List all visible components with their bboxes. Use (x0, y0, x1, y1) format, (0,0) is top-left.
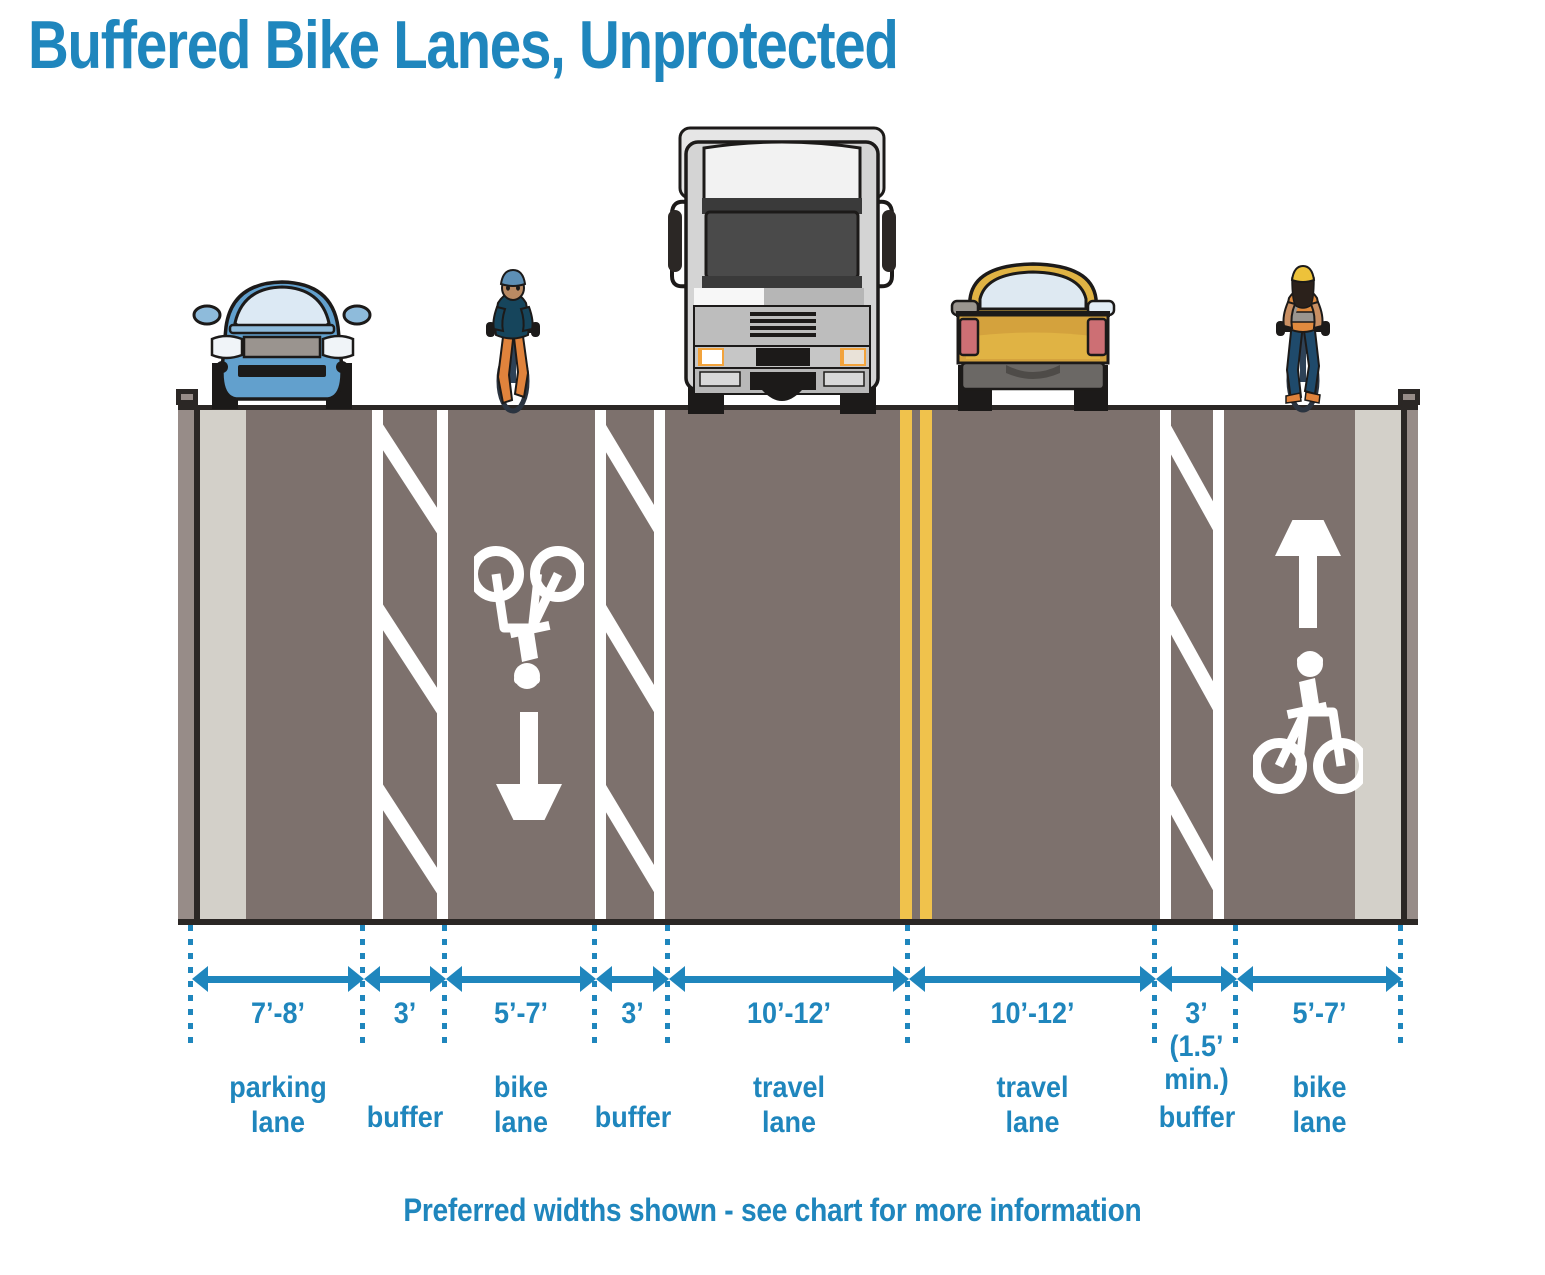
label-buffer-left: buffer (341, 1100, 469, 1135)
dimension-buffer-right-line-3: min.) (1164, 1063, 1229, 1096)
divider-1 (360, 925, 365, 1043)
label-buffer-mid: buffer (569, 1100, 697, 1135)
page-title: Buffered Bike Lanes, Unprotected (28, 7, 899, 83)
label-bike-lane-left: bike lane (454, 1070, 589, 1140)
center-yellow-line-1 (900, 405, 912, 925)
bike-lane-right-stencil (1253, 520, 1363, 820)
right-curb (1407, 405, 1418, 925)
buffer-left-outer-line (437, 405, 448, 925)
left-curb-edge (194, 405, 200, 925)
dimension-arrow-bike-lane-right (1237, 966, 1402, 992)
divider-3 (592, 925, 597, 1043)
street-cross-section-illustration (0, 110, 1545, 930)
right-curb-edge (1401, 405, 1407, 925)
pickup-truck (928, 253, 1138, 413)
dimension-buffer-mid: 3’ (621, 997, 644, 1030)
buffer-mid-inner-line (595, 405, 606, 925)
dimension-arrow-buffer-left (364, 966, 446, 992)
dimension-buffer-left: 3’ (393, 997, 417, 1030)
divider-8 (1398, 925, 1403, 1043)
divider-6 (1152, 925, 1157, 1043)
divider-7 (1233, 925, 1238, 1043)
dimension-band: 7’-8’ 3’ 5’-7’ 3’ 10’-12’ 10’-12’ 3’ (1.… (0, 925, 1545, 1096)
center-yellow-line-2 (920, 405, 932, 925)
label-parking-lane-line-1: parking (229, 1071, 327, 1104)
label-travel-lane-1-line-1: travel (752, 1071, 826, 1104)
bike-lane-left-stencil (474, 520, 584, 820)
label-bike-lane-left-line-1: bike (493, 1071, 549, 1104)
cyclist-left (480, 263, 546, 421)
left-curb (178, 405, 194, 925)
label-parking-lane: parking lane (201, 1070, 356, 1140)
label-travel-lane-2-line-2: lane (1005, 1106, 1060, 1139)
left-curb-cap (176, 389, 198, 405)
footer-note: Preferred widths shown - see chart for m… (0, 1192, 1545, 1229)
dimension-arrow-buffer-right (1156, 966, 1237, 992)
dimension-arrow-travel-lane-2 (909, 966, 1156, 992)
label-travel-lane-2-line-1: travel (996, 1071, 1069, 1104)
dimension-travel-lane-1: 10’-12’ (746, 997, 832, 1030)
road-top-edge (178, 405, 1418, 410)
label-bike-lane-left-line-2: lane (493, 1106, 549, 1139)
label-bike-lane-right-line-2: lane (1292, 1106, 1347, 1139)
buffer-right-inner-line (1160, 405, 1171, 925)
buffer-left-inner-line (372, 405, 383, 925)
label-buffer-right-line-1: buffer (1158, 1101, 1236, 1134)
dimension-buffer-right-line-2: (1.5’ (1169, 1030, 1224, 1063)
label-travel-lane-1: travel lane (681, 1070, 897, 1140)
label-travel-lane-2: travel lane (921, 1070, 1143, 1140)
box-truck (658, 120, 906, 415)
right-gutter (1355, 405, 1401, 925)
dimension-buffer-right-line-1: 3’ (1185, 997, 1208, 1030)
dimension-arrow-buffer-mid (596, 966, 669, 992)
roadway (176, 389, 1420, 925)
label-bike-lane-right-line-1: bike (1292, 1071, 1347, 1104)
divider-4 (665, 925, 670, 1043)
label-parking-lane-line-2: lane (250, 1106, 306, 1139)
dimension-arrow-bike-lane-left (446, 966, 596, 992)
buffer-mid-outer-line (654, 405, 665, 925)
dimension-travel-lane-2: 10’-12’ (990, 997, 1075, 1030)
buffer-right-outer-line (1213, 405, 1224, 925)
dimension-parking-lane: 7’-8’ (250, 997, 306, 1030)
divider-5 (905, 925, 910, 1043)
divider-0 (188, 925, 193, 1043)
footer-note-text: Preferred widths shown - see chart for m… (403, 1192, 1142, 1228)
label-travel-lane-1-line-2: lane (761, 1106, 817, 1139)
divider-2 (442, 925, 447, 1043)
dimension-bike-lane-left: 5’-7’ (493, 997, 549, 1030)
right-curb-cap (1398, 389, 1420, 405)
dimension-buffer-right: 3’ (1.5’ min.) (1160, 997, 1233, 1096)
left-gutter (200, 405, 246, 925)
parked-car (190, 265, 375, 413)
label-buffer-left-line-1: buffer (366, 1101, 444, 1134)
label-buffer-mid-line-1: buffer (594, 1101, 672, 1134)
road-bottom-edge (178, 919, 1418, 925)
dimension-arrow-travel-lane-1 (669, 966, 909, 992)
dimension-bike-lane-right: 5’-7’ (1292, 997, 1347, 1030)
dimension-arrow-parking-lane (192, 966, 364, 992)
asphalt-surface (178, 405, 1418, 925)
label-band: parking lane buffer bike lane buffer tra… (0, 1070, 1545, 1170)
label-bike-lane-right: bike lane (1245, 1070, 1394, 1140)
cyclist-right (1270, 260, 1336, 420)
label-buffer-right: buffer (1133, 1100, 1261, 1135)
